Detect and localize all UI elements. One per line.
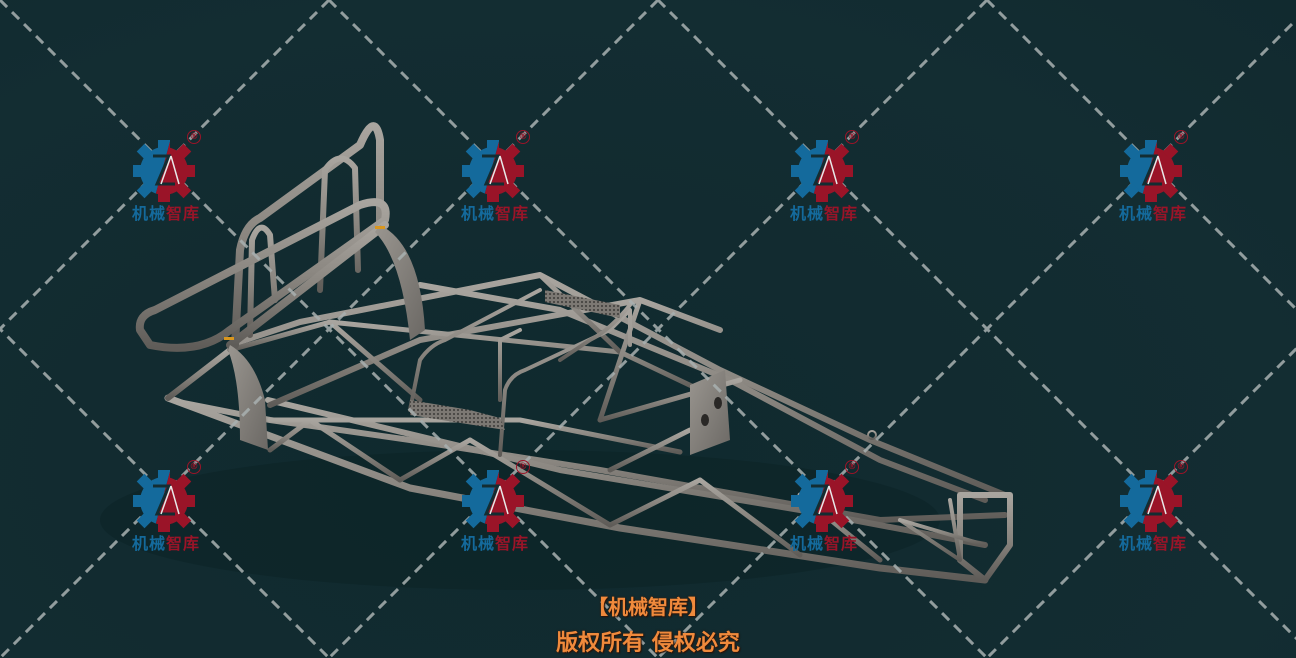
watermark-logo: ® 机械智库 (785, 130, 865, 230)
registered-mark: ® (516, 460, 530, 474)
gear-z-logo-icon (462, 140, 524, 202)
gear-z-logo-icon (462, 470, 524, 532)
watermark-logo: ® 机械智库 (127, 460, 207, 560)
gear-z-logo-icon (133, 140, 195, 202)
watermark-logo: ® 机械智库 (127, 130, 207, 230)
gear-z-logo-icon (791, 470, 853, 532)
copyright-notice: 版权所有 侵权必究 (556, 631, 740, 656)
watermark-logo: ® 机械智库 (1114, 130, 1194, 230)
watermark-logo: ® 机械智库 (456, 460, 536, 560)
copyright-title: 【机械智库】 (588, 595, 708, 619)
watermark-logo: ® 机械智库 (456, 130, 536, 230)
gear-z-logo-icon (133, 470, 195, 532)
registered-mark: ® (516, 130, 530, 144)
watermark-brand-text: 机械智库 (789, 204, 859, 223)
watermark-brand-text: 机械智库 (460, 204, 530, 223)
watermark-brand-text: 机械智库 (131, 534, 201, 553)
registered-mark: ® (187, 460, 201, 474)
watermark-brand-text: 机械智库 (131, 204, 201, 223)
gear-z-logo-icon (1120, 470, 1182, 532)
watermark-logo: ® 机械智库 (1114, 460, 1194, 560)
gear-z-logo-icon (1120, 140, 1182, 202)
registered-mark: ® (1174, 130, 1188, 144)
registered-mark: ® (845, 130, 859, 144)
mesh-panels (410, 290, 620, 430)
watermark-brand-text: 机械智库 (460, 534, 530, 553)
weld-accents (224, 226, 385, 340)
watermark-brand-text: 机械智库 (1118, 204, 1188, 223)
watermark-brand-text: 机械智库 (789, 534, 859, 553)
registered-mark: ® (845, 460, 859, 474)
watermark-brand-text: 机械智库 (1118, 534, 1188, 553)
registered-mark: ® (187, 130, 201, 144)
watermark-logo: ® 机械智库 (785, 460, 865, 560)
gear-z-logo-icon (791, 140, 853, 202)
registered-mark: ® (1174, 460, 1188, 474)
chassis-frame (135, 122, 1013, 584)
